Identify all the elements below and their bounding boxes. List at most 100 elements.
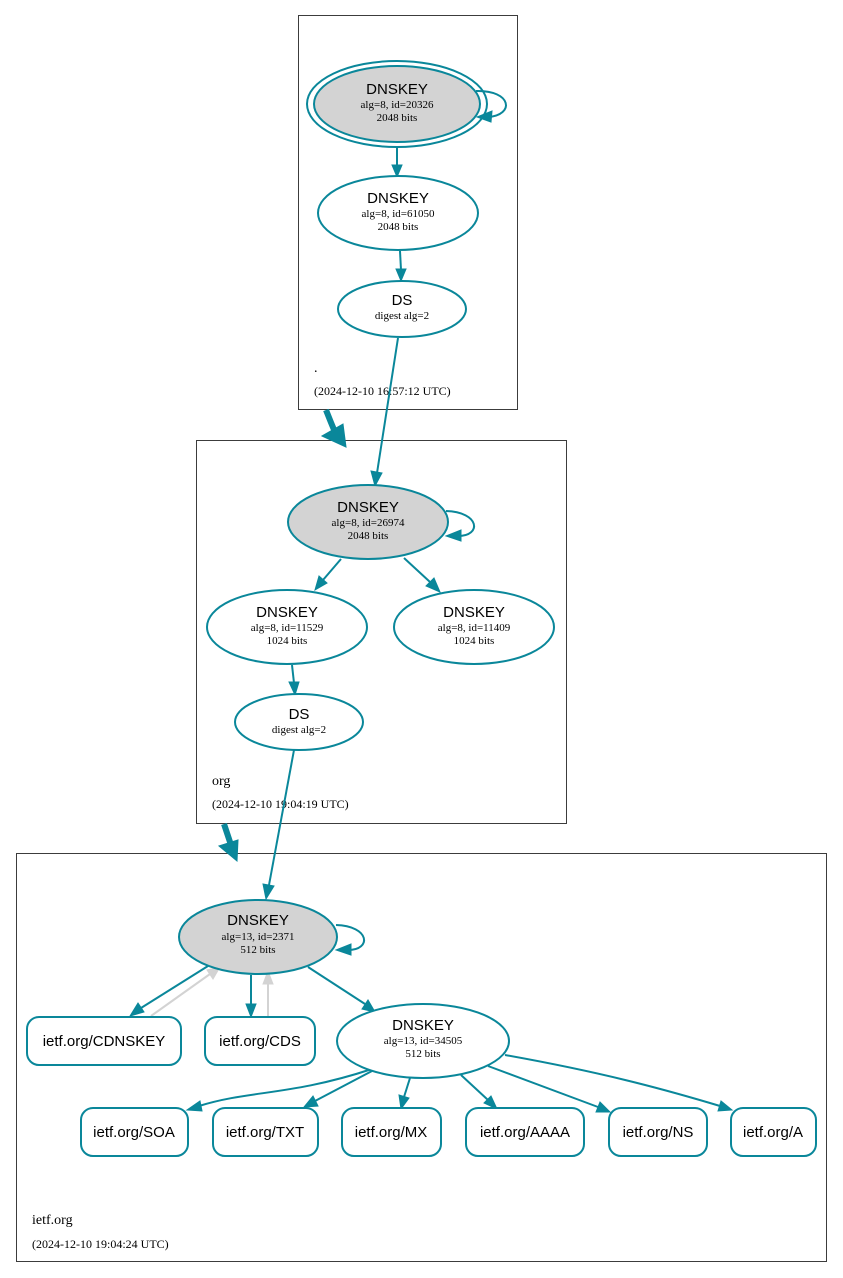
record-cdnskey[interactable]: ietf.org/CDNSKEY — [26, 1016, 182, 1066]
edge-root-zsk-to-ds — [395, 250, 407, 283]
zone-org-timestamp: (2024-12-10 19:04:19 UTC) — [212, 797, 349, 811]
node-root-zsk-title: DNSKEY — [367, 190, 429, 207]
edge-root-ds-to-org-ksk — [370, 337, 399, 488]
record-ns[interactable]: ietf.org/NS — [608, 1107, 708, 1157]
edge-ietf-ksk-self — [334, 924, 365, 956]
node-org-ds-line1: digest alg=2 — [272, 724, 326, 736]
node-org-ksk-title: DNSKEY — [337, 499, 399, 516]
edge-ietf-zsk-to-mx — [398, 1077, 411, 1111]
node-root-ds-shape — [337, 280, 467, 338]
node-ietf-zsk-title: DNSKEY — [392, 1017, 454, 1034]
node-org-zsk-11529-shape — [206, 589, 368, 665]
node-ietf-ksk-shape — [178, 899, 338, 975]
node-ietf-zsk[interactable]: DNSKEY alg=13, id=34505 512 bits — [336, 1003, 510, 1079]
zone-ietf-name: ietf.org — [32, 1213, 73, 1228]
node-root-zsk-line1: alg=8, id=61050 — [362, 208, 435, 220]
record-mx[interactable]: ietf.org/MX — [341, 1107, 442, 1157]
edge-ietf-zsk-to-aaaa — [460, 1074, 499, 1111]
edge-org-ds-to-ietf-ksk — [262, 749, 295, 901]
node-org-zsk-11409-title: DNSKEY — [443, 604, 505, 621]
record-aaaa-box — [465, 1107, 585, 1157]
edge-ietf-ksk-to-cdnskey — [128, 965, 209, 1017]
node-ietf-zsk-line2: 512 bits — [405, 1048, 440, 1060]
node-root-ds[interactable]: DS digest alg=2 — [337, 280, 467, 338]
node-ietf-ksk-title: DNSKEY — [227, 912, 289, 929]
zone-ietf-border — [16, 853, 827, 1262]
record-txt[interactable]: ietf.org/TXT — [212, 1107, 319, 1157]
edge-ietf-zsk-to-soa — [185, 1068, 373, 1112]
node-root-ds-line1: digest alg=2 — [375, 310, 429, 322]
node-org-ksk-line2: 2048 bits — [348, 530, 389, 542]
record-txt-box — [212, 1107, 319, 1157]
node-org-ksk-line1: alg=8, id=26974 — [332, 517, 405, 529]
node-root-ksk-line2: 2048 bits — [377, 112, 418, 124]
record-ns-label: ietf.org/NS — [623, 1124, 694, 1141]
edge-org-ksk-self — [444, 510, 475, 542]
node-org-ksk-shape — [287, 484, 449, 560]
delegation-root-arrowhead — [320, 423, 347, 448]
edge-ietf-ksk-to-zsk — [307, 966, 377, 1013]
node-root-zsk[interactable]: DNSKEY alg=8, id=61050 2048 bits — [317, 175, 479, 251]
node-org-ds-title: DS — [289, 706, 310, 723]
node-org-zsk-11409-line1: alg=8, id=11409 — [438, 622, 511, 634]
node-org-zsk-11409[interactable]: DNSKEY alg=8, id=11409 1024 bits — [393, 589, 555, 665]
node-org-zsk-11529-title: DNSKEY — [256, 604, 318, 621]
record-cdnskey-box — [26, 1016, 182, 1066]
record-cds-box — [204, 1016, 316, 1066]
edge-cdnskey-to-ietf-ksk — [150, 966, 222, 1017]
edge-root-ksk-to-zsk — [391, 147, 403, 179]
record-cdnskey-label: ietf.org/CDNSKEY — [43, 1033, 166, 1050]
node-org-zsk-11409-shape — [393, 589, 555, 665]
node-root-zsk-line2: 2048 bits — [378, 221, 419, 233]
node-org-zsk-11529[interactable]: DNSKEY alg=8, id=11529 1024 bits — [206, 589, 368, 665]
node-ietf-ksk-line2: 512 bits — [240, 944, 275, 956]
edge-cds-to-ietf-ksk — [262, 969, 274, 1016]
edge-org-zsk1-to-ds — [288, 664, 300, 697]
record-a-box — [730, 1107, 817, 1157]
record-a-label: ietf.org/A — [743, 1124, 803, 1141]
record-txt-label: ietf.org/TXT — [226, 1124, 304, 1141]
record-ns-box — [608, 1107, 708, 1157]
zone-org-name: org — [212, 774, 230, 789]
record-mx-label: ietf.org/MX — [355, 1124, 428, 1141]
node-ietf-ksk[interactable]: DNSKEY alg=13, id=2371 512 bits — [178, 899, 338, 975]
node-org-zsk-11529-line1: alg=8, id=11529 — [251, 622, 324, 634]
edge-ietf-zsk-to-txt — [302, 1070, 373, 1108]
zone-root-border — [298, 15, 518, 410]
node-root-ksk-line1: alg=8, id=20326 — [361, 99, 434, 111]
node-root-zsk-shape — [317, 175, 479, 251]
delegation-org-to-ietf — [217, 823, 239, 863]
zone-root-cluster: . (2024-12-10 16:57:12 UTC) — [298, 15, 518, 410]
record-cds[interactable]: ietf.org/CDS — [204, 1016, 316, 1066]
node-ietf-ksk-line1: alg=13, id=2371 — [222, 931, 295, 943]
record-mx-box — [341, 1107, 442, 1157]
record-soa-label: ietf.org/SOA — [93, 1124, 175, 1141]
node-org-ksk[interactable]: DNSKEY alg=8, id=26974 2048 bits — [287, 484, 449, 560]
edge-ietf-ksk-to-cds — [245, 975, 257, 1019]
record-aaaa-label: ietf.org/AAAA — [480, 1124, 570, 1141]
edge-org-ksk-to-zsk2 — [403, 557, 441, 593]
record-aaaa[interactable]: ietf.org/AAAA — [465, 1107, 585, 1157]
delegation-org-arrowhead — [217, 839, 239, 863]
node-ietf-zsk-shape — [336, 1003, 510, 1079]
record-soa-box — [80, 1107, 189, 1157]
node-org-zsk-11409-line2: 1024 bits — [454, 635, 495, 647]
node-root-ksk-shape — [313, 65, 481, 143]
zone-ietf-timestamp: (2024-12-10 19:04:24 UTC) — [32, 1237, 169, 1251]
edge-ietf-zsk-to-ns — [487, 1065, 612, 1113]
node-root-ds-title: DS — [392, 292, 413, 309]
node-ietf-zsk-line1: alg=13, id=34505 — [384, 1035, 463, 1047]
node-org-ds-shape — [234, 693, 364, 751]
node-root-ksk-title: DNSKEY — [366, 81, 428, 98]
record-soa[interactable]: ietf.org/SOA — [80, 1107, 189, 1157]
delegation-root-to-org — [320, 408, 347, 448]
node-org-ds[interactable]: DS digest alg=2 — [234, 693, 364, 751]
zone-root-timestamp: (2024-12-10 16:57:12 UTC) — [314, 384, 451, 398]
record-a[interactable]: ietf.org/A — [730, 1107, 817, 1157]
node-root-ksk[interactable]: DNSKEY alg=8, id=20326 2048 bits — [306, 60, 488, 148]
record-cds-label: ietf.org/CDS — [219, 1033, 301, 1050]
zone-root-name: . — [314, 361, 318, 376]
node-org-zsk-11529-line2: 1024 bits — [267, 635, 308, 647]
edge-org-ksk-to-zsk1 — [314, 558, 342, 592]
